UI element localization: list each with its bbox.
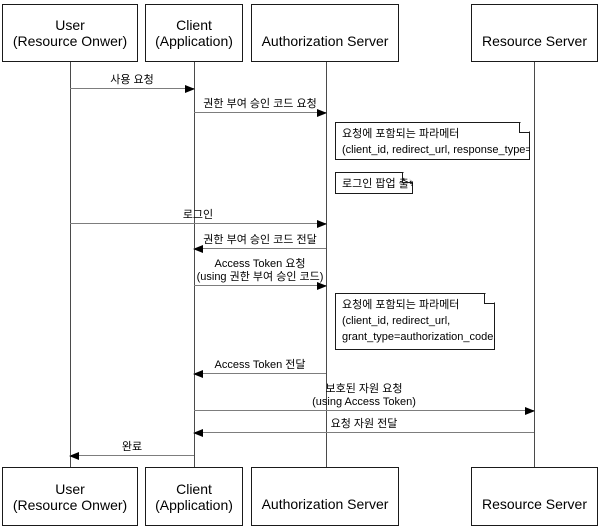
lifeline-client [194, 62, 195, 467]
message-label: Access Token 전달 [214, 359, 306, 371]
participant-user-top: User (Resource Onwer) [2, 4, 138, 62]
participant-label: Client [176, 480, 212, 497]
message-sublabel: (using 권한 부여 승인 코드) [196, 271, 324, 283]
note-fold-icon [402, 173, 412, 183]
message-protected-resource-request: 보호된 자원 요청 (using Access Token) [194, 383, 535, 415]
lifeline-user [70, 62, 71, 467]
note-line: (client_id, redirect_url, response_type=… [342, 144, 560, 156]
note-line: grant_type=authorization_code, code) [342, 331, 527, 343]
message-label: 요청 자원 전달 [330, 418, 398, 430]
arrowhead-icon [317, 220, 327, 228]
arrowhead-icon [193, 370, 203, 378]
arrowhead-icon [193, 245, 203, 253]
participant-label: User [55, 17, 85, 33]
note-login-popup: 로그인 팝업 출력 [335, 172, 413, 194]
participant-label: User [55, 480, 85, 497]
participant-user-bottom: User (Resource Onwer) [2, 467, 138, 526]
message-label: 사용 요청 [110, 74, 154, 86]
participant-resource-server-top: Resource Server [471, 4, 598, 62]
participant-label: Resource Server [481, 496, 588, 512]
message-label: Access Token 요청 [214, 258, 306, 270]
message-label: 권한 부여 승인 코드 요청 [203, 98, 317, 110]
message-label: 완료 [121, 441, 143, 453]
message-usage-request: 사용 요청 [70, 74, 195, 93]
note-line: (client_id, redirect_url, [342, 315, 451, 327]
note-fold-icon [519, 123, 529, 133]
participant-resource-server-bottom: Resource Server [471, 467, 598, 526]
arrowhead-icon [525, 407, 535, 415]
participant-label: (Application) [155, 33, 233, 49]
participant-auth-server-bottom: Authorization Server [251, 467, 399, 526]
note-line: 요청에 포함되는 파라메터 [342, 128, 460, 140]
message-access-token-delivery: Access Token 전달 [193, 359, 326, 378]
participant-label: (Resource Onwer) [12, 33, 128, 49]
arrowhead-icon [185, 85, 195, 93]
message-sublabel: (using Access Token) [312, 396, 416, 408]
message-complete: 완료 [69, 441, 194, 460]
participant-label: (Application) [155, 496, 233, 513]
note-request-params-auth-code: 요청에 포함되는 파라메터 (client_id, redirect_url, … [335, 122, 530, 160]
note-line: 로그인 팝업 출력 [342, 178, 419, 190]
note-request-params-token: 요청에 포함되는 파라메터 (client_id, redirect_url, … [335, 293, 495, 350]
message-label: 보호된 자원 요청 [325, 383, 403, 395]
participant-client-bottom: Client (Application) [145, 467, 243, 526]
participant-label: Authorization Server [261, 496, 389, 512]
participant-label: Resource Server [481, 33, 588, 49]
message-auth-code-delivery: 권한 부여 승인 코드 전달 [193, 234, 326, 253]
message-label: 로그인 [182, 209, 214, 221]
arrowhead-icon [69, 452, 79, 460]
participant-label: Client [176, 17, 212, 33]
message-label: 권한 부여 승인 코드 전달 [203, 234, 317, 246]
note-line: 요청에 포함되는 파라메터 [342, 299, 460, 311]
note-fold-icon [484, 294, 494, 304]
lifeline-auth-server [326, 62, 327, 467]
message-resource-delivery: 요청 자원 전달 [193, 418, 534, 437]
arrowhead-icon [193, 429, 203, 437]
arrowhead-icon [317, 109, 327, 117]
message-access-token-request: Access Token 요청 (using 권한 부여 승인 코드) [194, 258, 327, 290]
lifeline-resource-server [534, 62, 535, 467]
participant-client-top: Client (Application) [145, 4, 243, 62]
participant-label: Authorization Server [261, 33, 389, 49]
arrowhead-icon [317, 282, 327, 290]
participant-label: (Resource Onwer) [12, 496, 128, 513]
participant-auth-server-top: Authorization Server [251, 4, 399, 62]
message-auth-code-request: 권한 부여 승인 코드 요청 [194, 98, 327, 117]
message-login: 로그인 [70, 209, 327, 228]
